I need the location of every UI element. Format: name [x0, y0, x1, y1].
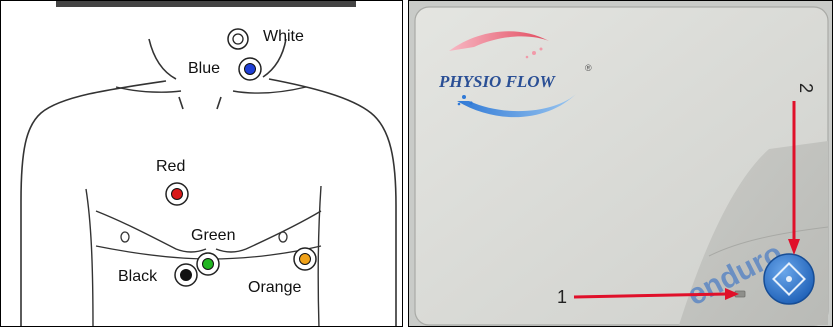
cropped-header-text: [56, 1, 356, 7]
rib-marker-left: [121, 232, 129, 242]
electrode-blue: [239, 58, 261, 80]
brand-text: PHYSIO FLOW: [438, 72, 557, 91]
electrode-orange: [294, 248, 316, 270]
device-photo: PHYSIO FLOW ® enduro 1 2: [408, 0, 833, 327]
callout-number-2: 2: [796, 83, 816, 93]
registered-mark: ®: [585, 63, 592, 73]
left-arm-inner: [86, 189, 93, 327]
electrode-green: [197, 253, 219, 275]
electrode-label-orange: Orange: [248, 279, 301, 296]
electrode-label-blue: Blue: [188, 60, 220, 77]
sternal-notch-left: [179, 97, 183, 109]
rib-marker-right: [279, 232, 287, 242]
neck-left: [149, 39, 176, 79]
electrode-black: [175, 264, 197, 286]
left-shoulder: [21, 81, 166, 327]
torso-illustration: White Blue Red Green Black Orange: [1, 1, 403, 327]
electrode-label-black: Black: [118, 268, 158, 285]
electrode-label-green: Green: [191, 227, 235, 244]
electrode-red: [166, 183, 188, 205]
electrode-white: [228, 29, 248, 49]
electrode-placement-diagram: White Blue Red Green Black Orange: [0, 0, 403, 327]
physioflow-device: PHYSIO FLOW ® enduro 1 2: [409, 1, 833, 327]
electrode-label-white: White: [263, 28, 304, 45]
left-ribcage: [96, 211, 206, 252]
electrode-label-red: Red: [156, 158, 185, 175]
right-arm-inner: [318, 186, 321, 327]
sternal-notch-right: [217, 97, 221, 109]
callout-number-1: 1: [557, 287, 567, 307]
power-button[interactable]: [764, 254, 814, 304]
right-clavicle: [233, 87, 306, 93]
